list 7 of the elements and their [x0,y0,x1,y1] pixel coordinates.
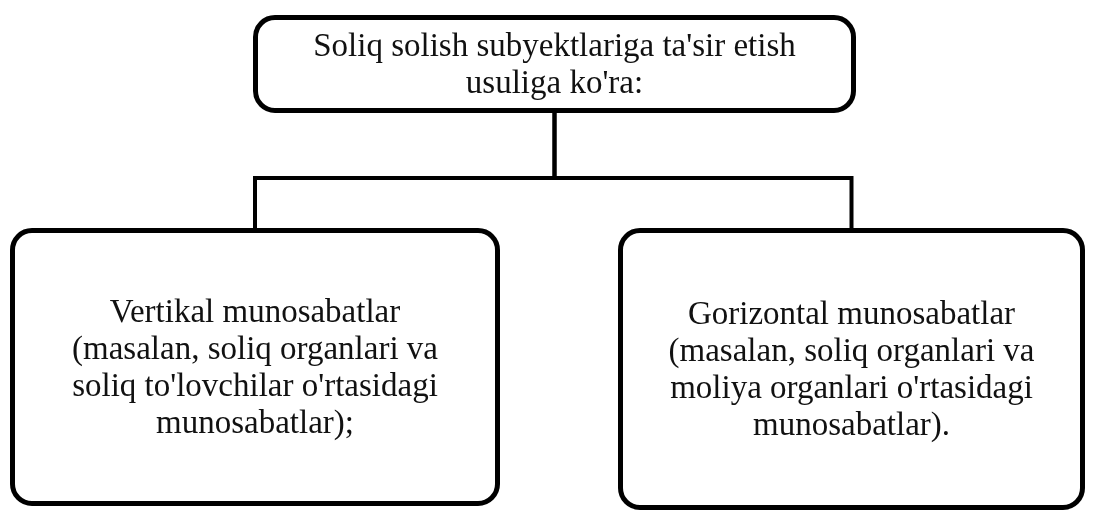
rounded-box [10,228,500,506]
box-text: Vertikal munosabatlar (masalan, soliq organlari va soliq to'lovchilar o'rtasidagi munosabatlar); [71,293,439,441]
rounded-box [618,228,1085,510]
connector-line [552,113,854,228]
box-text: Gorizontal munosabatlar (masalan, soliq organlari va moliya organlari o'rtasidagi munosabatlar). [667,295,1036,443]
box-text: Soliq solish subyektlariga ta'sir etish usuliga ko'ra: [312,27,797,101]
rounded-box [253,15,856,113]
